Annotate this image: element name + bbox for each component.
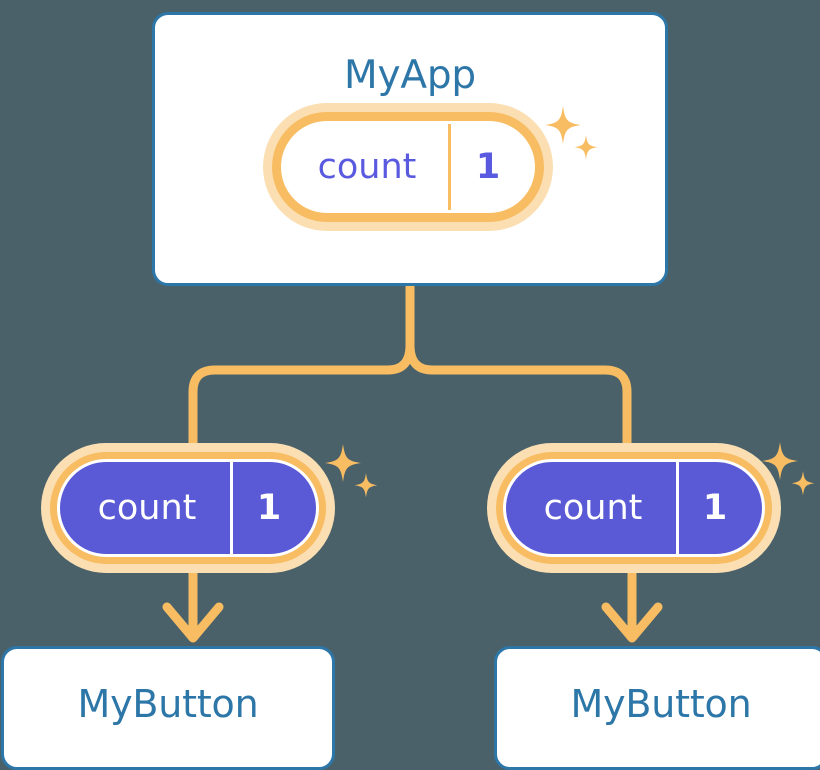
state-key-label: count [317, 147, 417, 187]
state-value-label: 1 [702, 488, 728, 528]
pill-inner [57, 459, 319, 557]
pill-divider [448, 124, 451, 210]
pill-inner [281, 121, 535, 213]
state-value-label: 1 [475, 147, 501, 187]
component-label: MyButton [570, 682, 752, 726]
state-pill-right[interactable]: count 1 [487, 443, 781, 573]
state-pill-left[interactable]: count 1 [41, 443, 335, 573]
component-card-mybutton-left[interactable]: MyButton [1, 646, 335, 770]
state-value-label: 1 [256, 488, 282, 528]
pill-divider [230, 462, 233, 554]
state-pill-myapp[interactable]: count 1 [263, 103, 553, 231]
component-label: MyButton [77, 682, 259, 726]
component-card-mybutton-right[interactable]: MyButton [494, 646, 820, 770]
pill-inner [503, 459, 765, 557]
state-key-label: count [543, 488, 643, 528]
page-title: MyApp [344, 53, 476, 98]
arrow-down-icon-left [162, 566, 224, 643]
state-key-label: count [97, 488, 197, 528]
pill-divider [676, 462, 679, 554]
arrow-down-icon-right [601, 566, 663, 643]
